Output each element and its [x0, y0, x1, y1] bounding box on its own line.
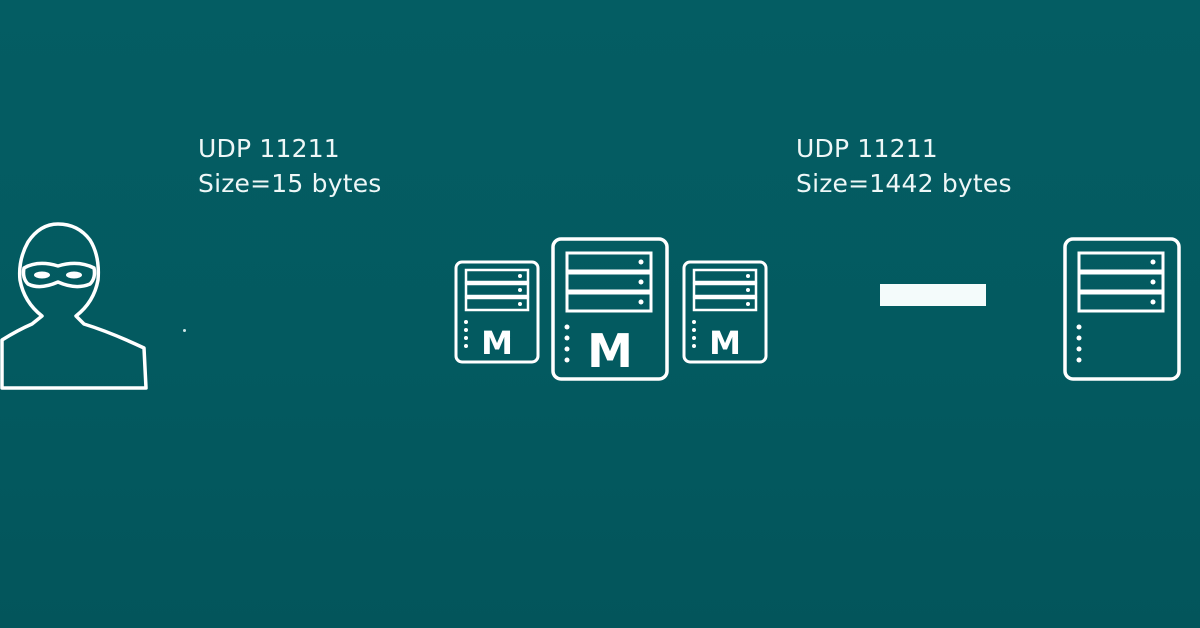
response-label: UDP 11211 Size=1442 bytes	[796, 131, 1012, 201]
response-size: Size=1442 bytes	[796, 169, 1012, 198]
memcached-server-icon: M	[682, 260, 768, 364]
request-label: UDP 11211 Size=15 bytes	[198, 131, 382, 201]
memcached-server-icon: M	[454, 260, 540, 364]
masked-attacker-icon	[0, 222, 148, 390]
server-logo-letter: M	[709, 324, 741, 362]
server-logo-letter: M	[481, 324, 513, 362]
request-protocol: UDP 11211	[198, 134, 340, 163]
request-size: Size=15 bytes	[198, 169, 382, 198]
memcached-server-icon: M	[551, 237, 669, 381]
packet-dot	[183, 329, 186, 332]
server-logo-letter: M	[587, 324, 633, 378]
victim-server-icon	[1063, 237, 1181, 381]
response-protocol: UDP 11211	[796, 134, 938, 163]
packet-bar	[880, 284, 986, 306]
